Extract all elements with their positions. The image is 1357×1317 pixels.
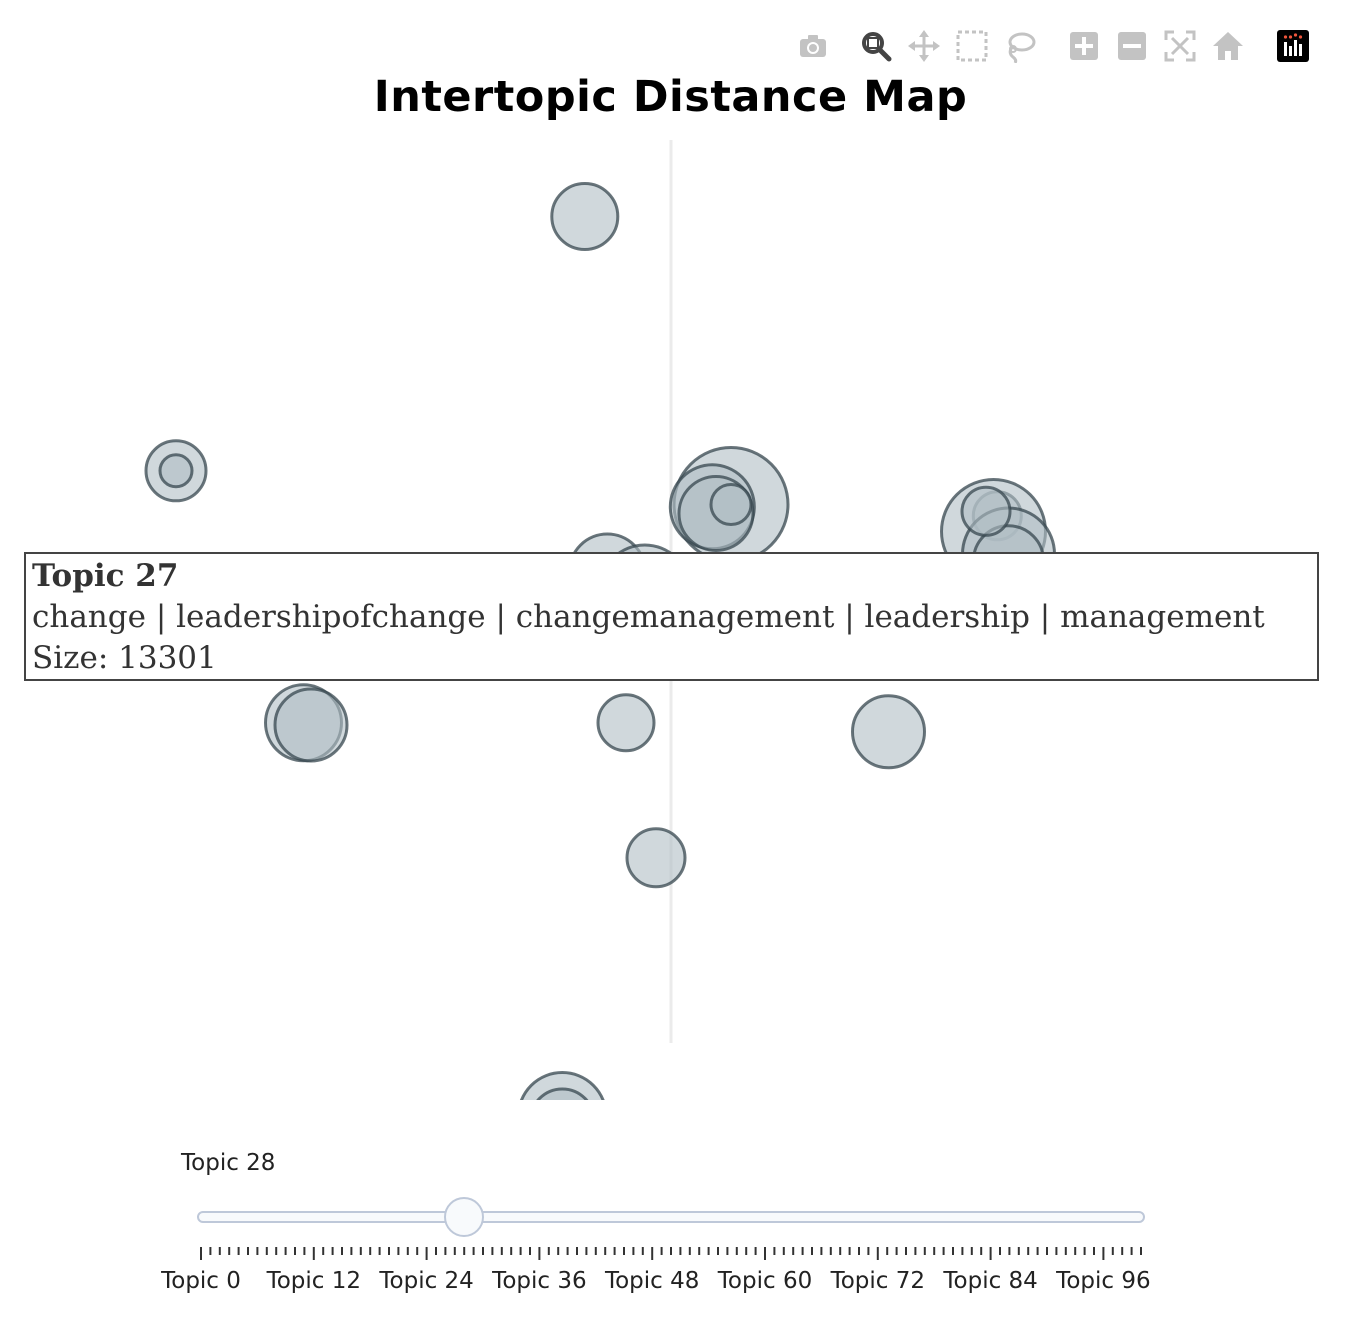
slider-current-value: Topic 28 — [181, 1150, 276, 1176]
chart-title: Intertopic Distance Map — [373, 72, 968, 122]
zoom-out-icon[interactable] — [1114, 28, 1150, 64]
plotly-logo-icon[interactable] — [1275, 28, 1311, 64]
topic-marker-0[interactable] — [550, 182, 620, 251]
slider-tick-label[interactable]: Topic 36 — [492, 1268, 587, 1294]
camera-icon[interactable] — [795, 28, 831, 64]
slider-tick-label[interactable]: Topic 84 — [943, 1268, 1038, 1294]
pan-icon[interactable] — [906, 28, 942, 64]
slider-tick-label[interactable]: Topic 0 — [161, 1268, 241, 1294]
zoom-icon[interactable] — [858, 28, 894, 64]
hover-tooltip: Topic 27 change | leadershipofchange | c… — [24, 552, 1319, 681]
slider-rail[interactable] — [197, 1211, 1145, 1223]
autoscale-icon[interactable] — [1162, 28, 1198, 64]
tooltip-topic-title: Topic 27 — [32, 558, 179, 594]
topic-marker-17[interactable] — [596, 693, 656, 753]
slider-tick-label[interactable]: Topic 48 — [604, 1268, 700, 1294]
modebar — [790, 26, 1320, 66]
topic-marker-20[interactable] — [518, 1071, 606, 1101]
topic-marker-21[interactable] — [530, 1087, 594, 1100]
tooltip-topic-size: Size: 13301 — [32, 640, 217, 676]
topic-marker-18[interactable] — [851, 694, 926, 770]
topic-marker-6[interactable] — [709, 483, 753, 526]
tooltip-topic-words: change | leadershipofchange | changemana… — [32, 599, 1265, 635]
reset-axes-icon[interactable] — [1210, 28, 1246, 64]
scatter-plot[interactable] — [0, 0, 1357, 1100]
slider-tick-label[interactable]: Topic 72 — [830, 1268, 926, 1294]
slider-tick-label[interactable]: Topic 60 — [717, 1268, 813, 1294]
slider-tick-label[interactable]: Topic 12 — [266, 1268, 362, 1294]
lasso-select-icon[interactable] — [1002, 28, 1038, 64]
topic-marker-2[interactable] — [158, 453, 194, 489]
slider-handle[interactable] — [444, 1197, 485, 1237]
slider-ticks — [200, 1247, 1142, 1260]
slider-tick-label[interactable]: Topic 96 — [1056, 1268, 1151, 1294]
topic-marker-11[interactable] — [960, 485, 1012, 537]
slider-tick-label[interactable]: Topic 24 — [379, 1268, 474, 1294]
topic-marker-16[interactable] — [273, 687, 349, 763]
box-select-icon[interactable] — [954, 28, 990, 64]
topic-marker-19[interactable] — [625, 827, 687, 889]
zoom-in-icon[interactable] — [1066, 28, 1102, 64]
